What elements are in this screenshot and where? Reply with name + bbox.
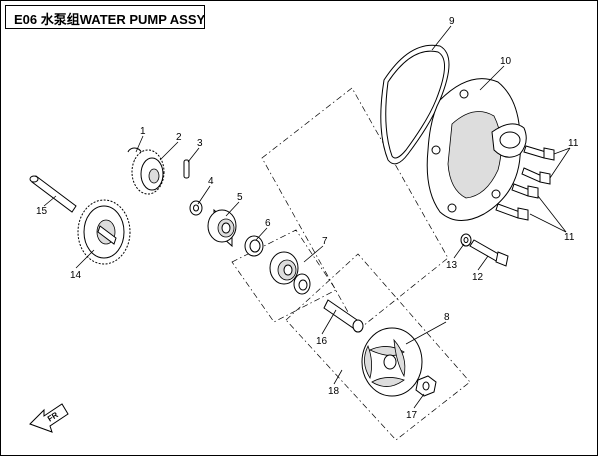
callout-12: 12 xyxy=(472,272,484,283)
callout-11-upper: 11 xyxy=(568,138,579,149)
callout-15: 15 xyxy=(36,206,48,217)
front-direction-arrow-icon: FR xyxy=(29,403,69,433)
callout-7: 7 xyxy=(322,236,328,247)
part-17-nut xyxy=(415,375,437,397)
part-10-pump-cover xyxy=(426,78,527,221)
callout-4: 4 xyxy=(208,176,214,187)
part-2-small-gear xyxy=(131,149,165,195)
callout-17: 17 xyxy=(406,410,418,421)
part-4-washer xyxy=(189,200,203,216)
callout-2: 2 xyxy=(176,132,182,143)
callout-14: 14 xyxy=(70,270,82,281)
callout-16: 16 xyxy=(316,336,328,347)
callout-10: 10 xyxy=(500,56,512,67)
part-9-gasket xyxy=(380,44,450,165)
callout-1: 1 xyxy=(140,126,146,137)
callout-8: 8 xyxy=(444,312,450,323)
part-8-impeller xyxy=(361,327,423,397)
callout-13: 13 xyxy=(446,260,458,271)
group-boundary-housing xyxy=(261,87,449,331)
callout-3: 3 xyxy=(197,138,203,149)
leader-lines xyxy=(43,25,571,409)
callout-6: 6 xyxy=(265,218,271,229)
part-11-bolt-d xyxy=(511,183,539,199)
part-6-ring xyxy=(244,235,264,257)
part-12-long-bolt xyxy=(469,239,509,267)
callout-9: 9 xyxy=(449,16,455,27)
callout-5: 5 xyxy=(237,192,243,203)
part-11-bolt-b xyxy=(521,167,551,185)
part-15-pin xyxy=(29,175,77,213)
part-11-bolt-c xyxy=(495,203,529,221)
part-7-mechanical-seal xyxy=(269,251,311,295)
title-box: E06 水泵组WATER PUMP ASSY xyxy=(5,5,205,29)
part-16-pump-shaft xyxy=(323,299,364,333)
page-title: E06 水泵组WATER PUMP ASSY xyxy=(14,12,206,27)
part-13-washer xyxy=(460,233,472,247)
callout-11-lower: 11 xyxy=(564,232,575,243)
part-5-bearing xyxy=(207,208,237,248)
callout-18: 18 xyxy=(328,386,340,397)
part-11-bolt-a xyxy=(523,145,555,161)
part-14-large-gear xyxy=(77,199,131,265)
part-3-dowel-pin xyxy=(183,159,190,179)
